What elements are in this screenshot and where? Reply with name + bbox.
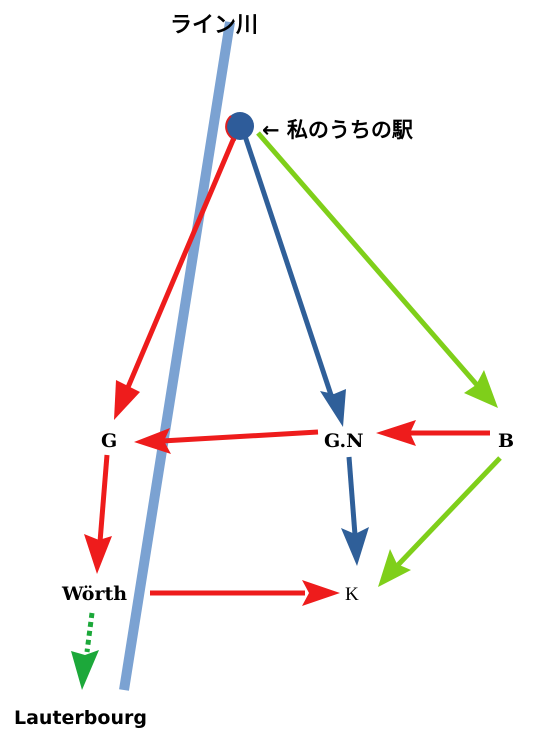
home-station-label: ← 私のうちの駅 [262,118,414,142]
node-label-b: B [498,430,514,452]
arrowhead-home-to-gn [320,389,346,427]
arrowhead-gn-to-k [341,527,369,566]
arrowhead-b-to-k [378,549,411,587]
arrow-worth-to-lauterbourg [84,612,95,653]
arrow-gn-to-g [161,429,319,444]
arrowhead-b-to-gn [376,420,416,446]
arrowhead-home-to-b [464,370,498,408]
arrow-home-to-gn [241,132,335,399]
arrowhead-worth-to-lauterbourg [71,650,99,690]
node-label-g: G [101,430,117,452]
river-label: ライン川 [170,13,258,38]
node-label-worth: Wörth [61,583,127,605]
arrow-g-to-worth [97,454,110,543]
node-label-k: K [345,584,359,605]
arrowhead-home-to-g [114,380,140,420]
arrow-gn-to-k [346,456,358,536]
node-label-lauterbourg: Lauterbourg [14,707,147,729]
arrow-home-to-g [123,132,239,393]
arrow-b-to-k [396,456,502,567]
node-label-gn: G.N [324,430,364,452]
home-station-node [226,112,254,140]
rhine-river-line [119,21,235,691]
arrow-home-to-b [256,131,479,387]
arrowhead-g-to-worth [84,534,112,574]
arrowhead-gn-to-g [134,428,171,454]
home-station-node-outline [225,115,237,141]
arrowhead-worth-to-k [302,580,340,606]
